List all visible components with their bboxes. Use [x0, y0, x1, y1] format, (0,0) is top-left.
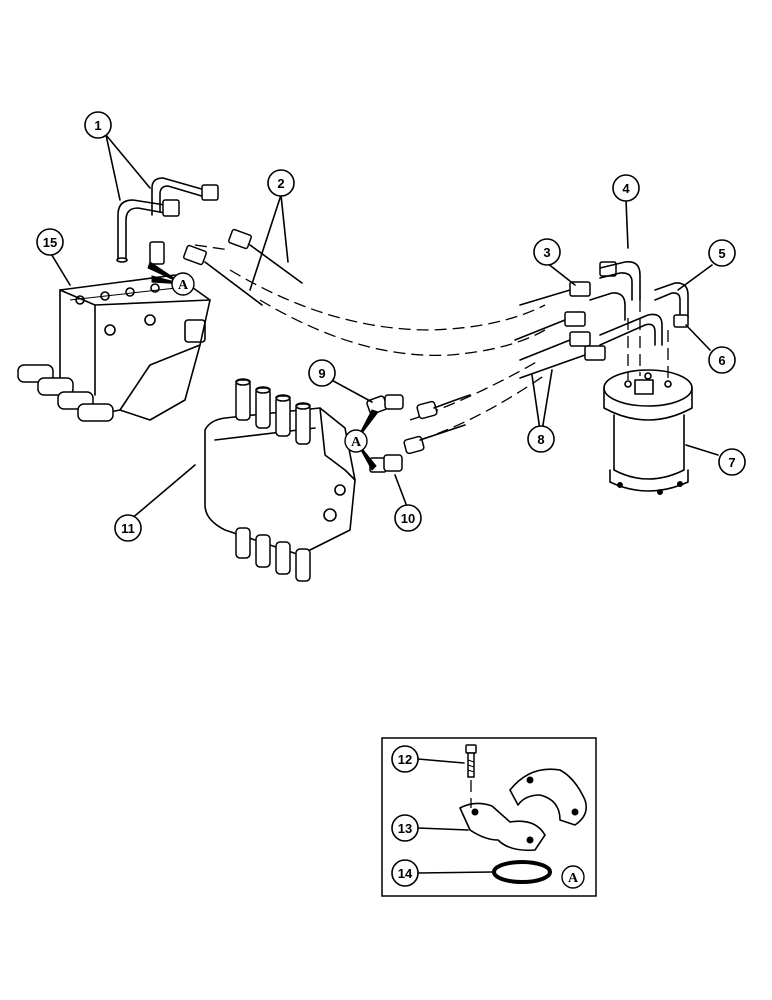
elbows-4-5-6: [589, 260, 689, 346]
hose-runs: [194, 244, 546, 441]
svg-text:1: 1: [94, 118, 101, 133]
callout-9: 9: [308, 359, 336, 387]
callout-8: 8: [527, 425, 555, 453]
callout-14: 14: [391, 859, 419, 887]
control-valve-15: [17, 274, 211, 422]
detail-refs: A A A: [171, 272, 585, 889]
svg-text:9: 9: [318, 366, 325, 381]
pipe-elbows-1: [116, 177, 219, 265]
detail-ref-a-inset: A: [561, 865, 585, 889]
valve-spools: [17, 364, 114, 422]
svg-text:13: 13: [398, 821, 412, 836]
callout-1: 1: [84, 111, 112, 139]
svg-text:8: 8: [537, 432, 544, 447]
callout-11: 11: [114, 514, 142, 542]
callout-15: 15: [36, 228, 64, 256]
svg-text:4: 4: [622, 181, 630, 196]
svg-text:10: 10: [401, 511, 415, 526]
svg-text:A: A: [351, 435, 362, 450]
svg-text:15: 15: [43, 235, 57, 250]
svg-text:2: 2: [277, 176, 284, 191]
svg-text:11: 11: [121, 521, 135, 536]
svg-text:A: A: [178, 278, 189, 293]
hoses-2: [183, 228, 303, 306]
detail-ref-a-valve: A: [171, 272, 195, 296]
svg-text:5: 5: [718, 246, 725, 261]
svg-text:A: A: [568, 871, 579, 886]
svg-text:14: 14: [398, 866, 413, 881]
fittings-9-10: [366, 394, 471, 473]
callout-12: 12: [391, 745, 419, 773]
hose-ends-3-8: [514, 261, 617, 379]
detail-inset: [381, 737, 597, 897]
callout-6: 6: [708, 346, 736, 374]
callouts: 1 2 3 4 5 6 7 8: [36, 111, 746, 887]
callout-5: 5: [708, 239, 736, 267]
svg-text:12: 12: [398, 752, 412, 767]
control-valve-11: [204, 378, 356, 582]
svg-text:6: 6: [718, 353, 725, 368]
detail-ref-a-fitting: A: [344, 429, 368, 453]
callout-7: 7: [718, 448, 746, 476]
svg-text:7: 7: [728, 455, 735, 470]
callout-13: 13: [391, 814, 419, 842]
callout-3: 3: [533, 238, 561, 266]
callout-2: 2: [267, 169, 295, 197]
callout-4: 4: [612, 174, 640, 202]
svg-text:3: 3: [543, 245, 550, 260]
callout-10: 10: [394, 504, 422, 532]
swivel-7: [603, 300, 693, 495]
